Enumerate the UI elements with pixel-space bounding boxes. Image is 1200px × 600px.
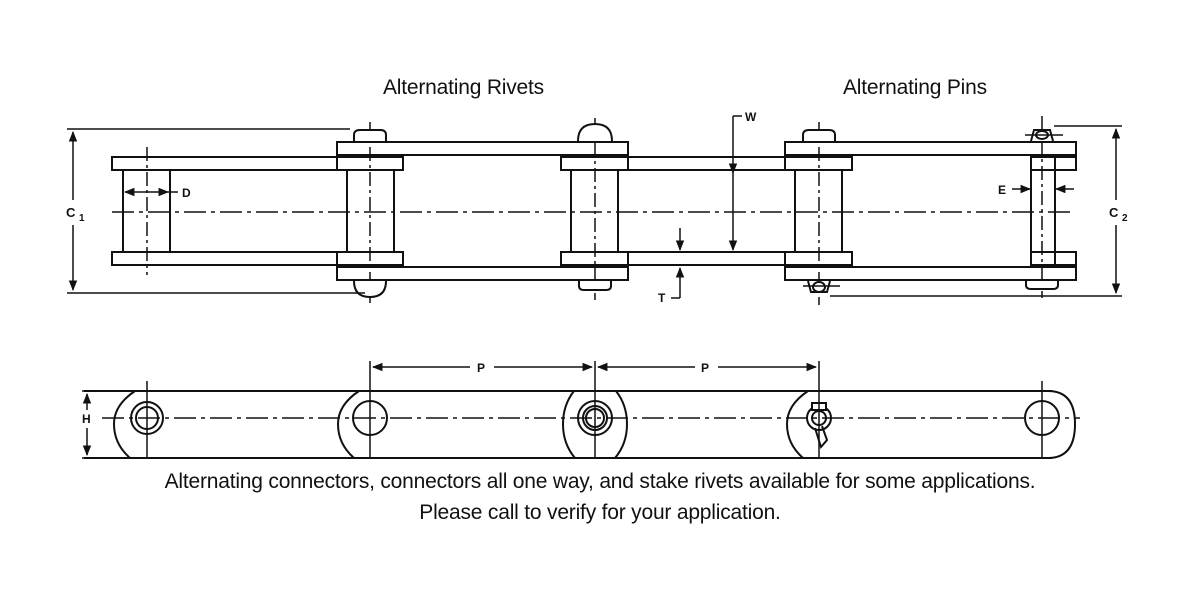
rivet-head-top-3 <box>577 122 613 142</box>
label-p2: P <box>701 361 709 375</box>
label-c2: C <box>1109 205 1119 220</box>
alternating-pins-label: Alternating Pins <box>843 76 987 99</box>
top-view <box>67 115 1122 305</box>
rivet-head-bottom-3 <box>578 281 612 291</box>
plate-top-link2 <box>336 141 629 156</box>
rivet-head-bottom-5 <box>1025 281 1059 290</box>
dim-t <box>671 228 685 299</box>
caption-line-2: Please call to verify for your applicati… <box>419 501 781 524</box>
cotter-pin-bottom-4 <box>803 280 840 293</box>
alternating-rivets-label: Alternating Rivets <box>383 76 544 99</box>
label-t: T <box>658 291 666 305</box>
label-e: E <box>998 183 1006 197</box>
dim-h <box>82 390 98 459</box>
cotter-pin-top-5 <box>1025 129 1063 142</box>
plate-top-link4 <box>784 141 1077 156</box>
rivet-head-top-2 <box>353 129 387 141</box>
label-c2-sub: 2 <box>1122 213 1128 224</box>
rivet-head-bottom-2 <box>353 280 387 299</box>
label-w: W <box>745 110 757 124</box>
plate-bottom-link4 <box>784 266 1077 281</box>
label-p1: P <box>477 361 485 375</box>
label-c1: C <box>66 205 76 220</box>
pin-5 <box>1030 154 1056 268</box>
caption-line-1: Alternating connectors, connectors all o… <box>164 470 1036 493</box>
rivet-head-top-4 <box>802 129 836 141</box>
dim-w <box>728 115 742 252</box>
label-d: D <box>182 186 191 200</box>
label-h: H <box>82 412 91 426</box>
side-right-end <box>1047 390 1077 459</box>
dim-c2 <box>830 125 1122 297</box>
plate-bottom-link2 <box>336 266 629 281</box>
label-c1-sub: 1 <box>79 213 85 224</box>
side-view <box>82 361 1080 459</box>
dim-c1 <box>67 128 365 294</box>
